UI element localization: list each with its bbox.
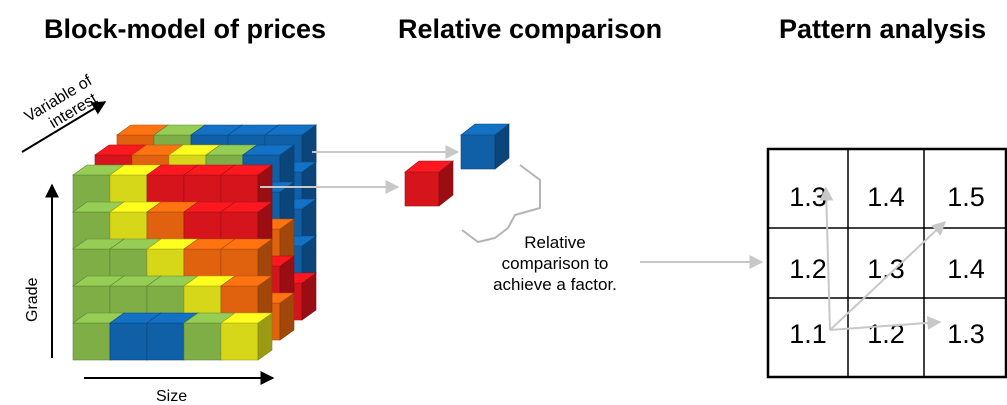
- trend-arrow-right: [829, 315, 942, 331]
- grid-cell: 1.3: [867, 254, 905, 284]
- compared-blocks: [404, 123, 510, 207]
- grid-cell: 1.3: [789, 182, 827, 212]
- grid-cell: 1.2: [789, 254, 827, 284]
- compared-block-blue: [460, 123, 510, 170]
- pattern-analysis-title: Pattern analysis: [779, 14, 987, 44]
- comparison-bracket: [461, 164, 541, 244]
- price-block-cube: [72, 124, 317, 361]
- grid-cell: 1.4: [867, 182, 905, 212]
- caption-line: Relative: [524, 233, 586, 252]
- grid-cell: 1.5: [947, 182, 985, 212]
- trend-arrow-diagonal: [829, 221, 947, 331]
- compared-block-red: [404, 160, 454, 207]
- grid-cell: 1.4: [947, 254, 985, 284]
- variable-of-interest-axis: [21, 101, 107, 153]
- grade-label: Grade: [24, 277, 41, 322]
- comparison-caption: Relative comparison to achieve a factor.: [470, 232, 640, 295]
- size-label: Size: [156, 388, 187, 405]
- block-model-title: Block-model of prices: [44, 14, 327, 44]
- grid-cell: 1.1: [789, 319, 827, 349]
- front-block: [220, 312, 273, 361]
- caption-line: achieve a factor.: [493, 275, 617, 294]
- trend-arrow-up: [819, 186, 834, 331]
- pattern-grid: 1.3 1.4 1.5 1.2 1.3 1.4 1.1 1.2 1.3: [766, 147, 1007, 379]
- grid-cell: 1.3: [947, 319, 985, 349]
- grid-cell: 1.2: [867, 319, 905, 349]
- caption-line: comparison to: [501, 254, 609, 273]
- relative-comparison-title: Relative comparison: [398, 14, 663, 44]
- front-block: [220, 275, 273, 324]
